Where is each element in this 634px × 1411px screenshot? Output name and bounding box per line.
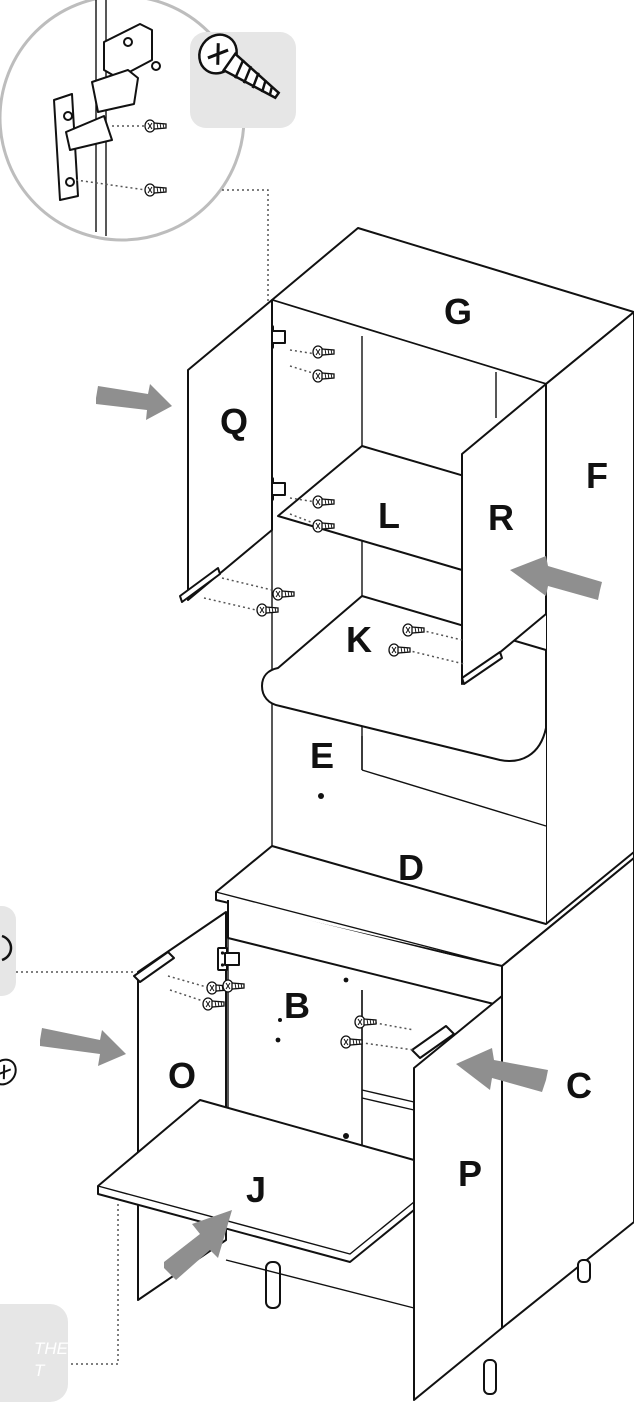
callout-leader-top — [222, 189, 269, 340]
note-callout-bottom: THE T — [0, 1304, 69, 1402]
part-label-b: B — [284, 985, 310, 1026]
push-arrow-icon — [96, 384, 172, 420]
part-label-e: E — [310, 735, 334, 776]
push-arrow-icon — [40, 1028, 126, 1066]
part-label-k: K — [346, 619, 372, 660]
part-label-j: J — [246, 1169, 266, 1210]
lower-base — [40, 845, 634, 1401]
callout-text-line1: THE — [34, 1339, 69, 1358]
screw-icon — [0, 1058, 17, 1086]
push-arrow-icon — [164, 1210, 232, 1280]
part-label-q: Q — [220, 401, 248, 442]
part-label-c: C — [566, 1065, 592, 1106]
callout-leader-bottom — [70, 1204, 119, 1365]
part-label-g: G — [444, 291, 472, 332]
push-arrow-icon — [456, 1048, 548, 1092]
push-arrow-icon — [510, 556, 602, 600]
callout-text-line2: T — [34, 1361, 46, 1380]
hinge-detail-magnifier — [0, 0, 296, 242]
part-label-o: O — [168, 1055, 196, 1096]
hinge-icon — [53, 23, 161, 201]
screw-icon — [198, 33, 281, 100]
side-callout-upper — [0, 906, 16, 996]
part-label-d: D — [398, 847, 424, 888]
part-label-f: F — [586, 455, 608, 496]
part-label-p: P — [458, 1153, 482, 1194]
part-label-l: L — [378, 495, 400, 536]
part-label-r: R — [488, 497, 514, 538]
upper-hutch — [96, 227, 634, 925]
